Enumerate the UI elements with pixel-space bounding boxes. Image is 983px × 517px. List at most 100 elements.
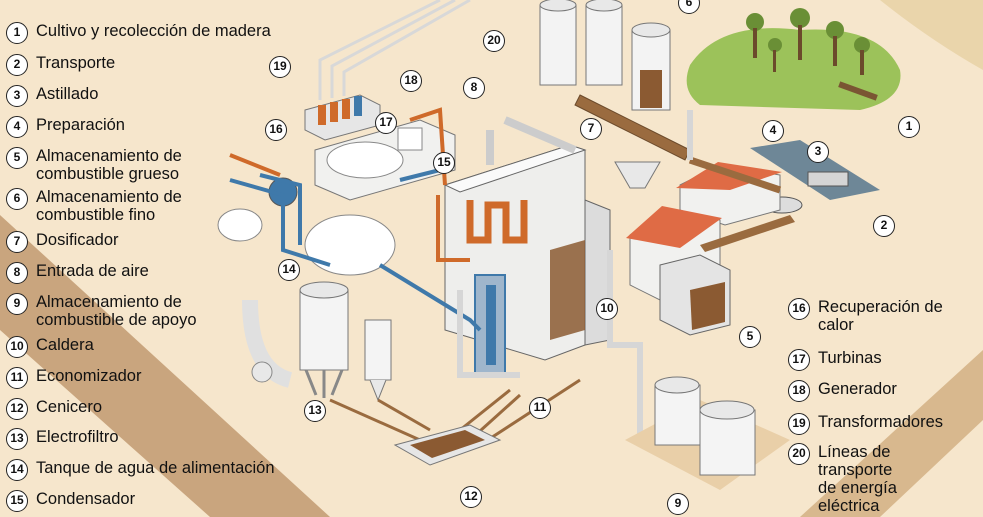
legend-label: Entrada de aire: [36, 262, 149, 280]
legend-label: Caldera: [36, 336, 94, 354]
turbine: [326, 141, 404, 179]
legend-item: 17 Turbinas: [788, 349, 882, 371]
legend-label: Almacenamiento de combustible fino: [36, 188, 182, 224]
callout-badge: 11: [529, 397, 551, 419]
legend-number: 11: [6, 367, 28, 389]
legend-label: Electrofiltro: [36, 428, 119, 446]
callout-badge: 5: [739, 326, 761, 348]
callout-badge: 18: [400, 70, 422, 92]
callout-badge: 19: [269, 56, 291, 78]
truck: [807, 171, 849, 187]
legend-item: 7 Dosificador: [6, 231, 119, 253]
transformers: [318, 96, 362, 125]
heat-coils: [436, 195, 528, 262]
legend-label: Cultivo y recolección de madera: [36, 22, 271, 40]
legend-item: 16 Recuperación de calor: [788, 298, 943, 334]
legend-item: 5 Almacenamiento de combustible grueso: [6, 147, 182, 183]
callout-badge: 10: [596, 298, 618, 320]
legend-label: Cenicero: [36, 398, 103, 416]
legend-label: Recuperación de calor: [818, 298, 943, 334]
legend-item: 20 Líneas de transporte de energía eléct…: [788, 443, 897, 515]
legend-item: 6 Almacenamiento de combustible fino: [6, 188, 182, 224]
legend-number: 5: [6, 147, 28, 169]
legend-number: 20: [788, 443, 810, 465]
legend-number: 6: [6, 188, 28, 210]
legend-item: 9 Almacenamiento de combustible de apoyo: [6, 293, 197, 329]
legend-number: 15: [6, 490, 28, 512]
coarse-bin-fuel: [690, 282, 725, 330]
callout-badge: 1: [898, 116, 920, 138]
trees: [746, 8, 870, 75]
legend-number: 4: [6, 116, 28, 138]
legend-item: 3 Astillado: [6, 85, 98, 107]
road-right: [800, 350, 983, 517]
conveyor-4: [688, 156, 782, 194]
legend-label: Turbinas: [818, 349, 882, 367]
road-left: [0, 215, 330, 517]
small-tank: [217, 208, 263, 242]
legend-number: 1: [6, 22, 28, 44]
legend-item: 14 Tanque de agua de alimentación: [6, 459, 275, 481]
fine-fuel-silos: [539, 0, 671, 111]
legend-number: 17: [788, 349, 810, 371]
legend-number: 14: [6, 459, 28, 481]
callout-badge: 4: [762, 120, 784, 142]
water-pipes: [229, 168, 482, 332]
legend-number: 19: [788, 413, 810, 435]
legend-item: 4 Preparación: [6, 116, 125, 138]
conveyor-7: [574, 94, 691, 161]
legend-number: 2: [6, 54, 28, 76]
legend-label: Almacenamiento de combustible de apoyo: [36, 293, 197, 329]
callout-badge: 7: [580, 118, 602, 140]
power-lines: [318, 0, 471, 100]
legend-item: 15 Condensador: [6, 490, 135, 512]
legend-number: 3: [6, 85, 28, 107]
legend-label: Preparación: [36, 116, 125, 134]
callout-badge: 15: [433, 152, 455, 174]
log-pile: [838, 81, 878, 101]
callout-badge: 17: [375, 112, 397, 134]
callout-badge: 13: [304, 400, 326, 422]
legend-label: Condensador: [36, 490, 136, 508]
legend-item: 10 Caldera: [6, 336, 94, 358]
water-corner: [880, 0, 983, 70]
legend-number: 12: [6, 398, 28, 420]
legend-label: Dosificador: [36, 231, 119, 249]
legend-item: 11 Economizador: [6, 367, 141, 389]
legend-number: 18: [788, 380, 810, 402]
legend-label: Almacenamiento de combustible grueso: [36, 147, 182, 183]
generator: [397, 127, 423, 151]
legend-number: 16: [788, 298, 810, 320]
callout-badge: 20: [483, 30, 505, 52]
legend-number: 8: [6, 262, 28, 284]
legend-label: Transporte: [36, 54, 116, 72]
legend-number: 7: [6, 231, 28, 253]
legend-number: 10: [6, 336, 28, 358]
legend-label: Economizador: [36, 367, 142, 385]
feedwater-tank: [304, 214, 396, 276]
legend-item: 8 Entrada de aire: [6, 262, 149, 284]
legend-item: 19 Transformadores: [788, 413, 943, 435]
callout-badge: 16: [265, 119, 287, 141]
conveyor-5: [700, 215, 795, 252]
legend-item: 1 Cultivo y recolección de madera: [6, 22, 271, 44]
legend-item: 18 Generador: [788, 380, 897, 402]
legend-label: Líneas de transporte de energía eléctric…: [818, 443, 897, 515]
callout-badge: 9: [667, 493, 689, 515]
electrofilter: [242, 281, 392, 402]
legend-label: Generador: [818, 380, 897, 398]
legend-item: 12 Cenicero: [6, 398, 102, 420]
legend-number: 9: [6, 293, 28, 315]
backup-fuel-tanks: [654, 376, 756, 476]
legend-item: 13 Electrofiltro: [6, 428, 119, 450]
dosing-hopper: [614, 161, 661, 189]
legend-label: Tanque de agua de alimentación: [36, 459, 275, 477]
legend-item: 2 Transporte: [6, 54, 115, 76]
air-inlet-duct: [486, 116, 577, 165]
ash-pile: [410, 430, 485, 458]
callout-badge: 3: [807, 141, 829, 163]
callout-badge: 2: [873, 215, 895, 237]
coarse-storage-roof: [626, 206, 722, 248]
